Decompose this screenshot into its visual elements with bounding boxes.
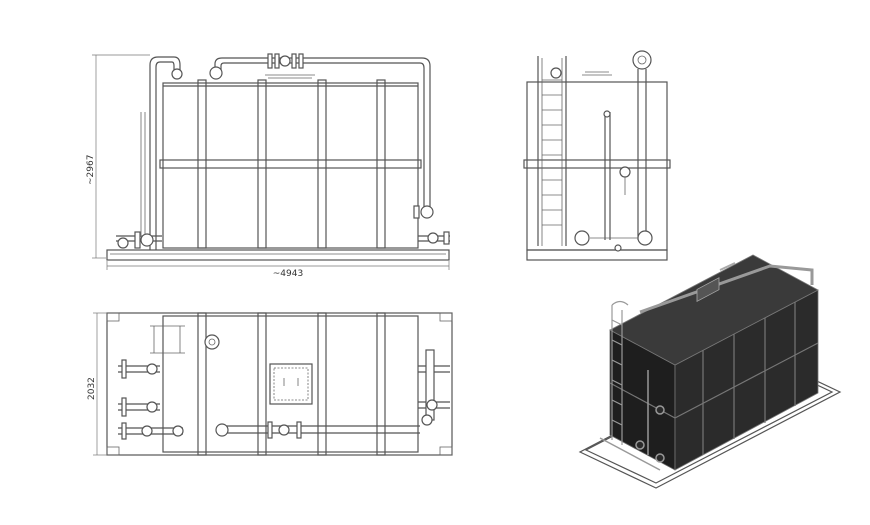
vertical-ribs xyxy=(197,79,386,249)
width-dimension: 2032 xyxy=(87,312,107,456)
ladder xyxy=(537,56,567,246)
height-dimension-label: ~2967 xyxy=(86,155,96,185)
length-dimension-label: ~4943 xyxy=(273,269,303,279)
length-dimension: ~4943 xyxy=(106,261,450,279)
front-elevation-view: ~2967 ~4943 xyxy=(86,53,450,279)
side-elevation-view xyxy=(523,50,671,261)
width-dimension-label: 2032 xyxy=(87,377,97,400)
plan-view: 2032 xyxy=(87,312,453,456)
height-dimension: ~2967 xyxy=(86,54,150,259)
isometric-view xyxy=(578,254,842,489)
